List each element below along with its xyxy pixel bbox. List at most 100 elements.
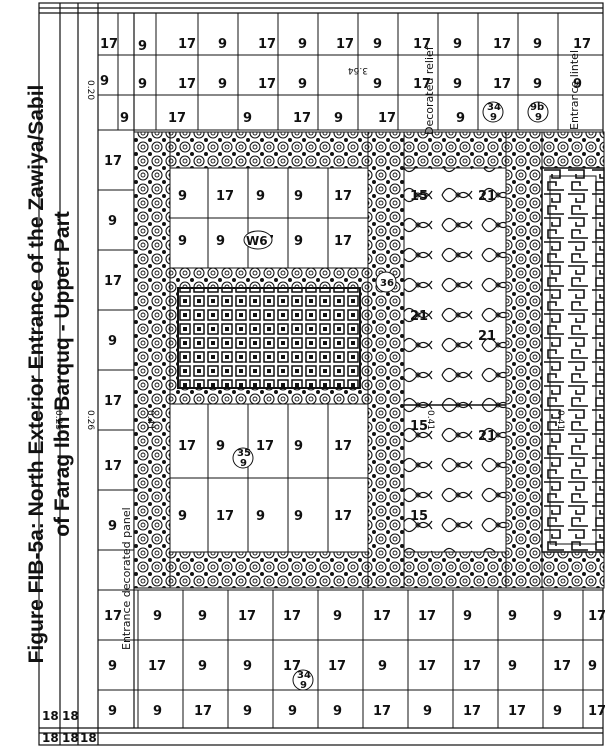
svg-text:18: 18: [62, 709, 79, 723]
svg-text:9: 9: [453, 77, 462, 92]
svg-text:21: 21: [478, 429, 496, 444]
svg-text:17: 17: [418, 659, 436, 674]
svg-text:9: 9: [216, 439, 225, 454]
svg-text:9: 9: [533, 77, 542, 92]
svg-text:17: 17: [178, 77, 196, 92]
svg-text:9: 9: [294, 509, 303, 524]
svg-text:9: 9: [333, 704, 342, 719]
svg-text:17: 17: [283, 659, 301, 674]
svg-text:17: 17: [256, 439, 274, 454]
window-tag-text: W6: [246, 234, 268, 248]
svg-text:9: 9: [294, 439, 303, 454]
svg-text:9: 9: [153, 609, 162, 624]
svg-text:15: 15: [410, 419, 428, 434]
svg-text:9: 9: [153, 704, 162, 719]
arabesque-panels: [403, 167, 507, 553]
svg-text:17: 17: [573, 37, 591, 52]
svg-text:9: 9: [463, 609, 472, 624]
dim-top-mid: 3.64: [348, 65, 368, 75]
window-grille: [177, 287, 361, 389]
svg-text:17: 17: [148, 659, 166, 674]
svg-text:9: 9: [178, 189, 187, 204]
svg-text:9: 9: [108, 334, 117, 349]
callout-9b: 9b: [530, 102, 544, 113]
svg-text:9: 9: [198, 609, 207, 624]
svg-text:9: 9: [298, 77, 307, 92]
svg-text:17: 17: [100, 37, 118, 52]
elevation-drawing: 17 9 9 9 9 17 17 17 9 9 17 17 9 9 9 17 17 9 9 9 17 17…: [38, 2, 606, 746]
svg-text:9: 9: [108, 659, 117, 674]
svg-text:9: 9: [218, 77, 227, 92]
svg-text:17: 17: [216, 189, 234, 204]
svg-text:17: 17: [508, 704, 526, 719]
svg-text:17: 17: [378, 111, 396, 126]
callout-35: 35: [237, 448, 251, 459]
svg-text:9: 9: [453, 37, 462, 52]
svg-text:17: 17: [104, 154, 122, 169]
callout-9b-sub: 9: [535, 112, 542, 123]
label-entrance-lintel: Entrance lintel: [568, 50, 581, 130]
callout-36: 36: [380, 278, 394, 289]
svg-text:9: 9: [108, 519, 117, 534]
svg-text:17: 17: [104, 459, 122, 474]
svg-text:9: 9: [138, 39, 147, 54]
svg-text:9: 9: [138, 77, 147, 92]
svg-text:9: 9: [243, 659, 252, 674]
svg-text:9: 9: [508, 609, 517, 624]
svg-text:9: 9: [508, 659, 517, 674]
svg-text:17: 17: [493, 37, 511, 52]
svg-text:17: 17: [413, 77, 431, 92]
svg-text:9: 9: [216, 234, 225, 249]
callout-34-bottom: 34: [297, 670, 311, 681]
svg-text:18: 18: [80, 731, 97, 745]
svg-text:17: 17: [178, 37, 196, 52]
dim-mid-left2: 0.26: [85, 410, 95, 430]
svg-text:17: 17: [493, 77, 511, 92]
svg-text:9: 9: [298, 37, 307, 52]
svg-text:17: 17: [418, 609, 436, 624]
svg-text:17: 17: [104, 394, 122, 409]
svg-text:17: 17: [168, 111, 186, 126]
svg-text:17: 17: [258, 77, 276, 92]
svg-text:9: 9: [373, 37, 382, 52]
upper-stone-labels: 17 9 9 9 9 17 17 17 9 9 17 17 9 9 9 17 17 9 9 9 17 17…: [100, 37, 591, 126]
svg-text:17: 17: [238, 609, 256, 624]
svg-text:9: 9: [333, 609, 342, 624]
svg-text:17: 17: [336, 37, 354, 52]
svg-text:21: 21: [410, 309, 428, 324]
svg-text:9: 9: [533, 37, 542, 52]
svg-text:17: 17: [373, 704, 391, 719]
svg-text:9: 9: [294, 189, 303, 204]
svg-text:21: 21: [478, 329, 496, 344]
svg-text:17: 17: [334, 509, 352, 524]
svg-text:17: 17: [373, 609, 391, 624]
svg-text:17: 17: [334, 234, 352, 249]
label-decorated-relief: Decorated relief: [423, 45, 436, 135]
svg-text:9: 9: [256, 509, 265, 524]
svg-text:9: 9: [294, 234, 303, 249]
svg-text:9: 9: [120, 111, 129, 126]
dim-mid-a: 0.41: [145, 410, 155, 430]
svg-text:9: 9: [423, 704, 432, 719]
svg-text:15: 15: [410, 189, 428, 204]
svg-text:9: 9: [256, 189, 265, 204]
lintel-panel: [541, 167, 605, 553]
svg-text:17: 17: [334, 189, 352, 204]
svg-text:9: 9: [373, 77, 382, 92]
svg-text:17: 17: [334, 439, 352, 454]
svg-text:9: 9: [243, 704, 252, 719]
upper-inner-panel: [169, 167, 369, 269]
svg-text:9: 9: [553, 609, 562, 624]
lower-masonry: [98, 589, 603, 728]
dim-mid-c: 0.41: [555, 410, 565, 430]
svg-text:17: 17: [413, 37, 431, 52]
dim-mid-left: 0.25: [53, 410, 63, 430]
callout-34-bottom-sub: 9: [300, 680, 307, 691]
svg-text:17: 17: [553, 659, 571, 674]
svg-text:9: 9: [178, 234, 187, 249]
svg-text:18: 18: [42, 709, 59, 723]
svg-text:9: 9: [178, 509, 187, 524]
